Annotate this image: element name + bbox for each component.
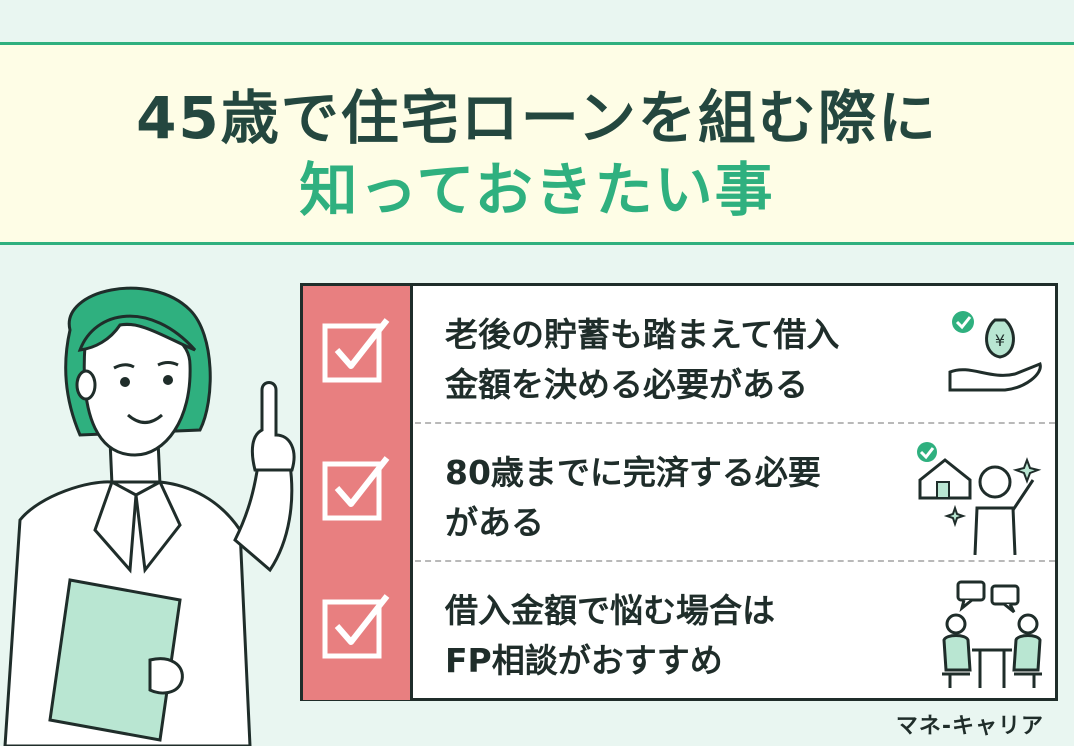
- title-banner: 45歳で住宅ローンを組む際に 知っておきたい事: [0, 42, 1074, 245]
- svg-text:¥: ¥: [995, 331, 1005, 350]
- checkbox-checked-icon: [322, 456, 390, 521]
- item-text-line-1: 80歳までに完済する必要: [445, 453, 821, 492]
- checklist: 老後の貯蓄も踏まえて借入 金額を決める必要がある ¥ 80歳までに完済する必要 …: [300, 283, 1058, 701]
- item-text-line-2: FP相談がおすすめ: [445, 641, 723, 680]
- item-text: 老後の貯蓄も踏まえて借入 金額を決める必要がある: [445, 310, 915, 410]
- title-line-1: 45歳で住宅ローンを組む際に: [136, 84, 938, 152]
- item-text: 借入金額で悩む場合は FP相談がおすすめ: [445, 586, 915, 686]
- list-item: 老後の貯蓄も踏まえて借入 金額を決める必要がある ¥: [303, 286, 1055, 424]
- brand-logo-text: マネ-キャリア: [895, 714, 1044, 739]
- checkbox-checked-icon: [322, 594, 390, 659]
- list-item: 借入金額で悩む場合は FP相談がおすすめ: [303, 562, 1055, 700]
- title-line-2: 知っておきたい事: [299, 156, 775, 224]
- consultation-icon: [942, 580, 1042, 688]
- item-text-line-2: がある: [445, 503, 544, 542]
- item-text-line-1: 老後の貯蓄も踏まえて借入: [445, 315, 840, 354]
- woman-pointing-illustration: [3, 286, 296, 746]
- house-celebrate-icon: [917, 442, 1042, 555]
- row-divider: [415, 422, 1055, 424]
- checkbox-cell: [303, 562, 413, 700]
- list-item: 80歳までに完済する必要 がある: [303, 424, 1055, 562]
- item-text: 80歳までに完済する必要 がある: [445, 448, 915, 548]
- item-text-line-1: 借入金額で悩む場合は: [445, 591, 775, 630]
- row-divider: [415, 560, 1055, 562]
- checkbox-cell: [303, 286, 413, 424]
- checkbox-cell: [303, 424, 413, 562]
- money-hand-icon: ¥: [948, 311, 1042, 392]
- checkbox-checked-icon: [322, 318, 390, 383]
- item-text-line-2: 金額を決める必要がある: [445, 365, 808, 404]
